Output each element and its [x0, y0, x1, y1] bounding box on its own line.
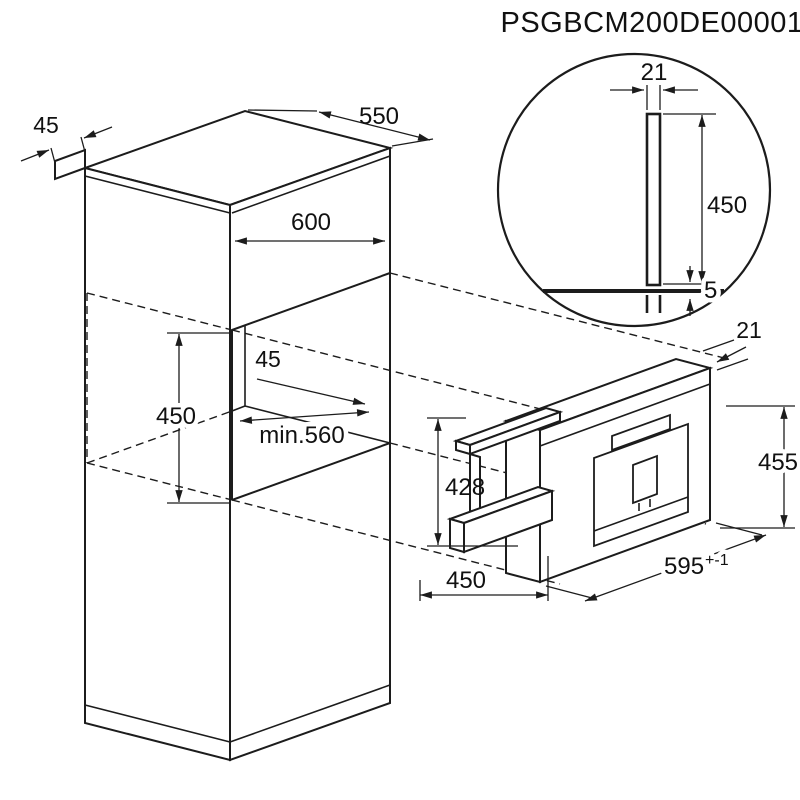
worktop-corner: [54, 148, 86, 181]
appliance-width-label: 595+-1: [664, 552, 729, 580]
dim-appliance-width: 595+-1: [545, 522, 767, 602]
dim-cabinet-depth: 550: [247, 103, 434, 147]
niche-height-label: 450: [156, 403, 196, 430]
cabinet-side-offset-label: 45: [33, 112, 59, 138]
niche-offset-label: 45: [255, 346, 281, 372]
display-window: [611, 413, 671, 452]
dim-detail-gap: 5: [686, 266, 722, 316]
cabinet-drawing: [54, 109, 394, 762]
niche-depth-label: min.560: [259, 422, 344, 449]
detail-panel: [645, 112, 662, 287]
detail-width-label: 21: [641, 59, 668, 86]
dim-appliance-height: 455: [720, 405, 800, 529]
dim-detail-width: 21: [610, 59, 698, 110]
detail-panel-below: [645, 295, 662, 313]
control-panel-line: [539, 383, 711, 447]
dim-niche-height: 450: [151, 332, 230, 504]
dim-cabinet-width: 600: [235, 209, 385, 245]
detail-circle: 21 450 5: [496, 52, 772, 328]
plinth-lines: [84, 684, 391, 743]
detail-circle-outline: [496, 52, 772, 328]
dim-appliance-bottom: 450: [419, 556, 549, 601]
dim-detail-height: 450: [663, 113, 752, 285]
appliance-height-label: 455: [758, 449, 798, 476]
cup-shelf: [452, 406, 564, 516]
lower-step: [446, 485, 556, 554]
spout-nozzles: [638, 499, 651, 511]
cabinet-depth-label: 550: [359, 103, 399, 130]
dim-appliance-depth: 428: [427, 417, 518, 547]
drip-tray-line: [593, 496, 689, 532]
appliance-drawing: [446, 357, 714, 584]
worktop-edge-lines: [84, 155, 391, 214]
detail-gap-label: 5: [704, 277, 717, 304]
dim-niche-offset: 45: [255, 346, 366, 405]
appliance-overhang-label: 21: [736, 317, 762, 343]
detail-height-label: 450: [707, 192, 747, 219]
appliance-depth-label: 428: [445, 474, 485, 501]
appliance-bottom-label: 450: [446, 567, 486, 594]
dim-appliance-overhang: 21: [702, 317, 762, 371]
dim-cabinet-side-offset: 45: [20, 112, 113, 164]
cabinet-front-face: [229, 146, 391, 762]
diagram-title: PSGBCM200DE00001: [501, 7, 800, 39]
cabinet-left-face: [84, 166, 231, 762]
dim-niche-depth: min.560: [239, 409, 370, 454]
coffee-spout: [632, 454, 658, 505]
cabinet-width-label: 600: [291, 209, 331, 236]
appliance-width-tolerance: +-1: [705, 552, 729, 569]
